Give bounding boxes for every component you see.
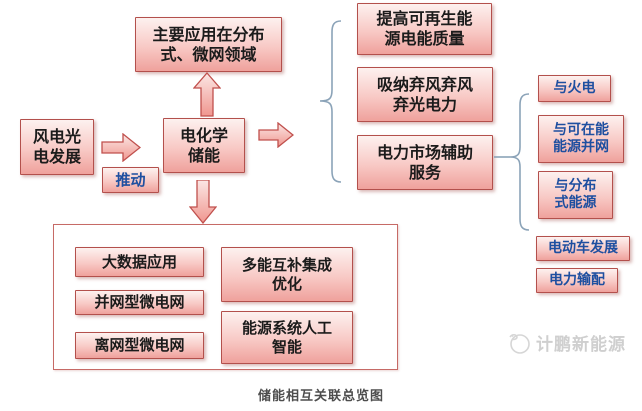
node-with-thermal-power: 与火电 (538, 75, 611, 102)
node-main-application: 主要应用在分布 式、微网领域 (135, 17, 282, 72)
research-topics-container (53, 224, 398, 370)
node-multi-energy-integration: 多能互补集成 优化 (221, 247, 353, 302)
node-big-data-application: 大数据应用 (75, 247, 204, 277)
to-research-arrow-icon (189, 180, 217, 224)
node-wind-solar-development: 风电光 电发展 (20, 119, 94, 175)
node-electrochemical-storage: 电化学 储能 (163, 118, 245, 173)
right-brace-icon (494, 93, 530, 231)
to-benefits-arrow-icon (258, 122, 294, 148)
to-applications-arrow-icon (193, 72, 221, 117)
node-with-renewable-grid: 与可在能 能源并网 (538, 115, 624, 163)
node-promote-label: 推动 (102, 167, 159, 193)
node-power-market-service: 电力市场辅助 服务 (357, 135, 493, 190)
push-arrow-icon (101, 133, 141, 162)
node-with-distributed-energy: 与分布 式能源 (538, 171, 613, 219)
watermark: 计鹏新能源 (507, 330, 626, 355)
watermark-logo-icon (509, 333, 530, 354)
node-ev-development: 电动车发展 (536, 236, 630, 261)
watermark-text: 计鹏新能源 (536, 335, 626, 355)
node-energy-system-ai: 能源系统人工 智能 (221, 311, 353, 364)
node-grid-connected-microgrid: 并网型微电网 (75, 290, 204, 315)
node-improve-renewable-quality: 提高可再生能 源电能质量 (357, 3, 492, 55)
node-absorb-curtailed-power: 吸纳弃风弃风 弃光电力 (357, 67, 493, 122)
diagram-caption: 储能相互关联总览图 (257, 388, 384, 403)
node-off-grid-microgrid: 离网型微电网 (75, 332, 204, 359)
left-brace-icon (319, 20, 342, 183)
node-power-transmission-distribution: 电力输配 (536, 268, 618, 293)
